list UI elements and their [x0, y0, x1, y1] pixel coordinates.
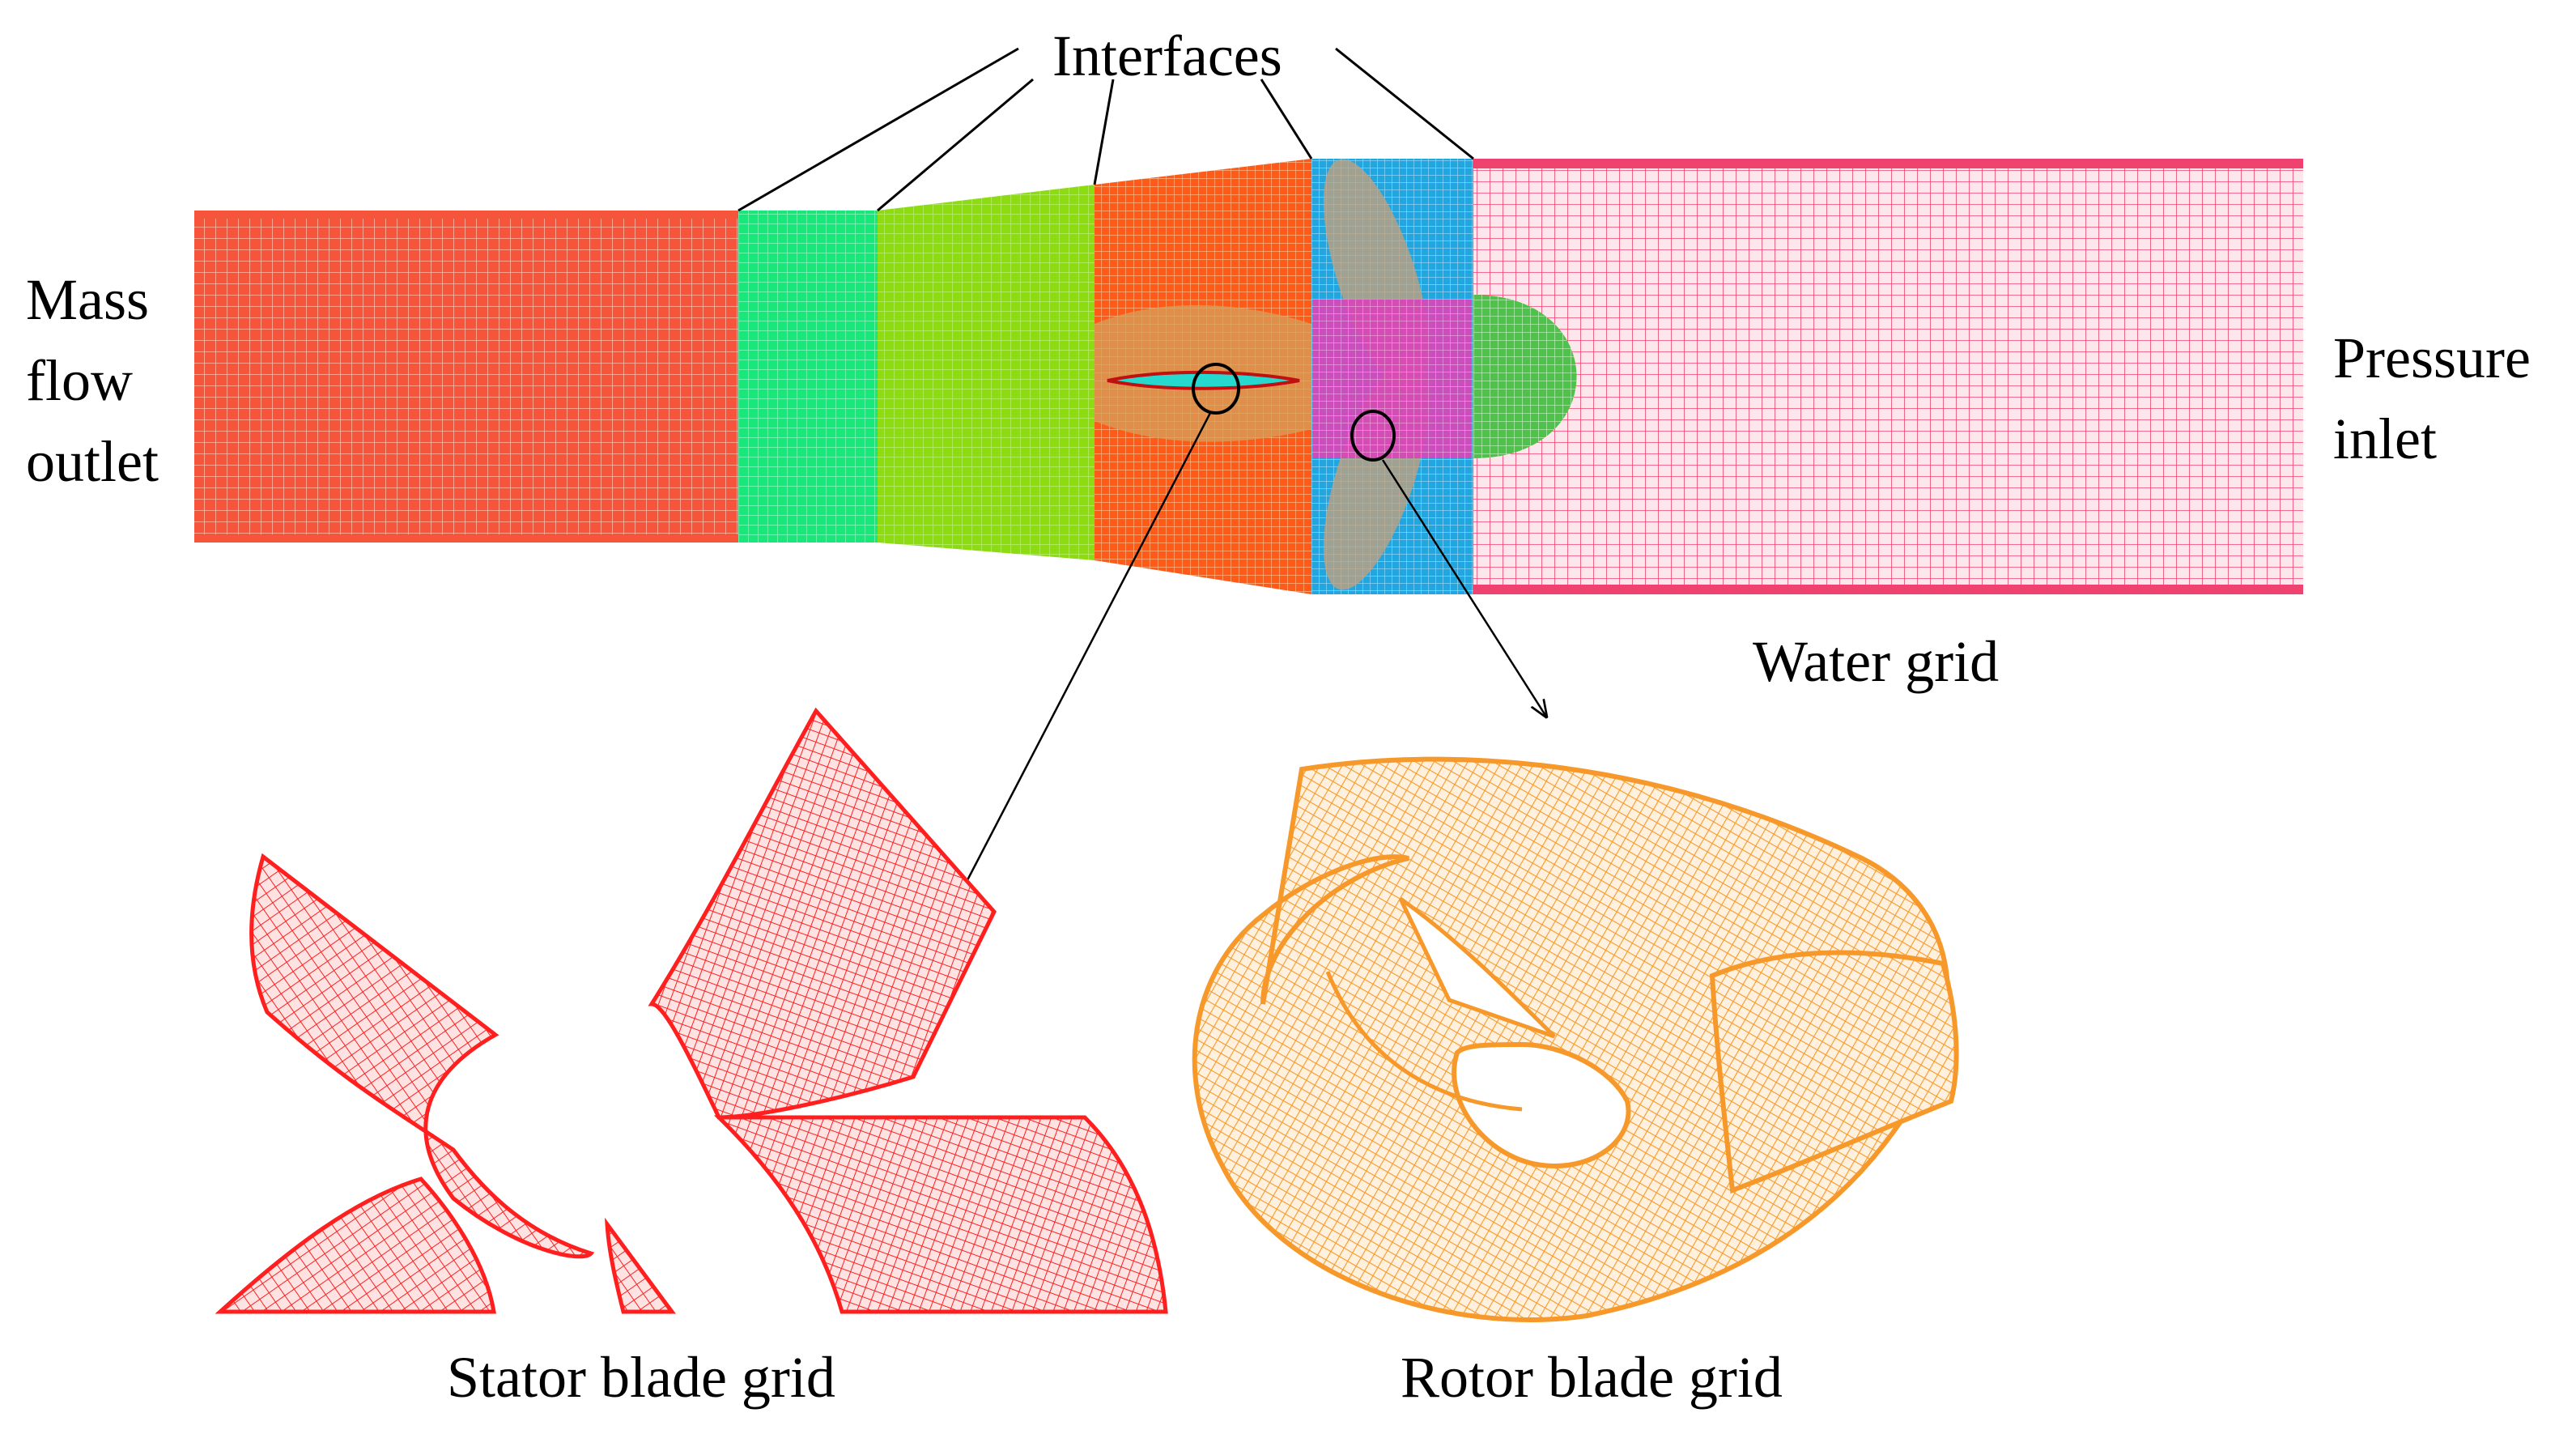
- rotor-blade-inner-hole: [1452, 1041, 1631, 1169]
- stator-blade-lower-left: [215, 1177, 496, 1314]
- transition-ring-mesh: [738, 211, 878, 543]
- detail-arrows: [947, 411, 1546, 919]
- water-grid-label: Water grid: [1753, 629, 2000, 694]
- mass-flow-outlet-line-3: outlet: [26, 429, 159, 494]
- inlet-pipe-edge-bottom: [1473, 585, 2303, 594]
- stator-blade-grid-label: Stator blade grid: [447, 1345, 835, 1410]
- rotor-blade-grid-label: Rotor blade grid: [1401, 1345, 1783, 1410]
- interface-leader-lines: [738, 47, 1474, 212]
- nose-cone-overlay: [1473, 295, 1577, 458]
- rotor-detail-circle: [1350, 410, 1396, 462]
- mass-flow-outlet-label: Mass flow outlet: [26, 259, 159, 502]
- stator-blade-section: [1107, 370, 1300, 390]
- stator-blade-lower-right: [713, 1115, 1168, 1314]
- inlet-pipe-edge-top: [1473, 159, 2303, 168]
- interface-leader-1: [738, 47, 1019, 212]
- outlet-pipe-edge-bottom: [194, 534, 738, 543]
- outlet-pipe-edge-top: [194, 211, 738, 219]
- computational-domain-mesh: [194, 159, 2303, 594]
- rotor-detail-arrow: [1381, 459, 1546, 717]
- interface-leader-2: [877, 78, 1034, 212]
- stator-detail-arrow: [947, 411, 1213, 919]
- cone-section-mesh: [878, 185, 1095, 560]
- pressure-inlet-line-1: Pressure: [2333, 326, 2531, 390]
- rotor-blade-front: [1709, 950, 1959, 1194]
- interfaces-label: Interfaces: [1052, 23, 1282, 88]
- outlet-pipe-mesh: [194, 211, 738, 543]
- interface-leader-4: [1260, 79, 1313, 160]
- rotor-blade-grid-view: [1192, 756, 1959, 1322]
- pressure-inlet-line-2: inlet: [2333, 406, 2437, 471]
- rotor-hub-curves: [1325, 971, 1523, 1112]
- stator-blade-grid-view: [215, 707, 1168, 1314]
- interface-leader-5: [1335, 47, 1474, 160]
- stator-blade-top: [648, 707, 997, 1120]
- interface-leader-3: [1093, 79, 1115, 185]
- stator-blade-left: [249, 853, 595, 1259]
- mass-flow-outlet-line-2: flow: [26, 348, 133, 413]
- pressure-inlet-label: Pressure inlet: [2333, 317, 2531, 479]
- inlet-pipe-mesh: [1473, 159, 2303, 594]
- rotor-hub-curve: [1325, 971, 1523, 1112]
- stator-blade-tip: [604, 1217, 676, 1314]
- stator-detail-circle: [1192, 363, 1240, 415]
- rotor-blade-cut: [1398, 896, 1556, 1039]
- mass-flow-outlet-line-1: Mass: [26, 267, 150, 332]
